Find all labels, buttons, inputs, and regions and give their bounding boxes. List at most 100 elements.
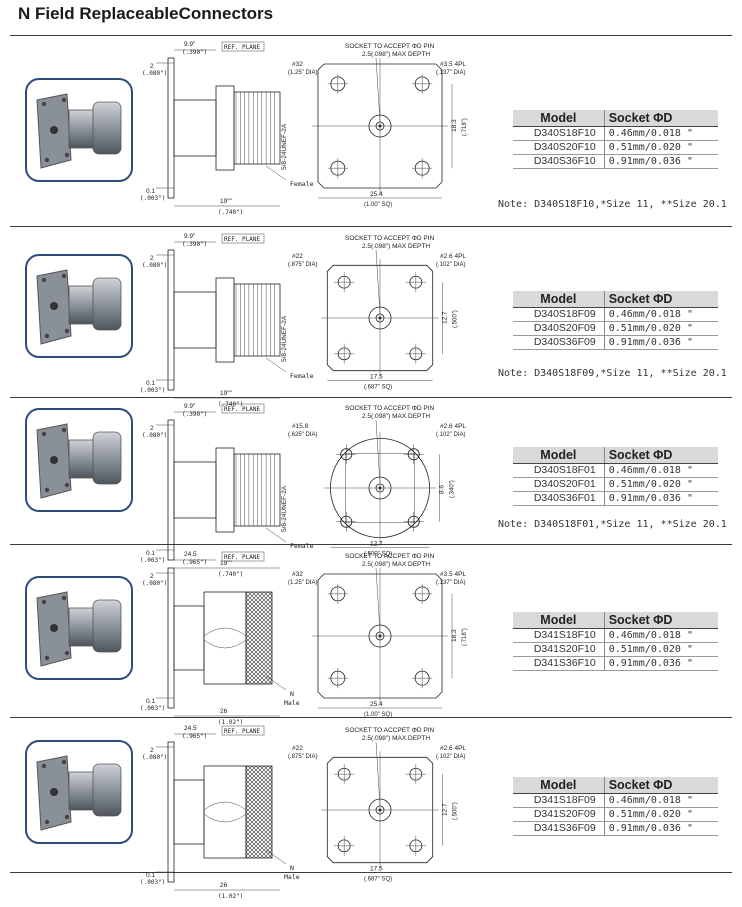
screw-hole-spec: #2.6 4PL — [440, 253, 466, 260]
front-view — [321, 751, 439, 869]
dim-gap-label: 0.1 — [146, 550, 155, 557]
connector-photo — [25, 408, 133, 512]
base-dimension: 12.7 — [370, 541, 383, 548]
hole-diameter-inch: (1.25" DIA) — [288, 70, 317, 76]
dim-length-label: 26 — [220, 708, 228, 715]
size-note: Note: D340S18F09,*Size 11, **Size 20.1 — [498, 368, 727, 379]
socket-cell: 0.51mm/0.020 " — [604, 807, 718, 822]
socket-cell: 0.46mm/0.018 " — [604, 793, 718, 808]
front-view — [312, 568, 448, 704]
column-header-socket: Socket ΦD — [604, 447, 718, 464]
connector-photo — [25, 78, 133, 182]
socket-cell: 0.46mm/0.018 " — [604, 307, 718, 322]
gender-label: Female — [290, 180, 314, 188]
dim-flange-label: 2 — [150, 255, 154, 262]
connector-photo — [25, 254, 133, 358]
section-divider — [10, 35, 732, 36]
socket-cell: 0.91mm/0.036 " — [604, 335, 718, 350]
section-divider — [10, 544, 732, 545]
dim-gap-inch: (.003") — [140, 195, 165, 202]
dim-gap-inch: (.003") — [140, 879, 165, 886]
thread-spec: 5/8-24UNEF-2A — [281, 485, 288, 532]
thread-spec: 5/8-24UNEF-2A — [281, 123, 288, 170]
dim-length-inch: (1.02") — [218, 893, 243, 900]
model-cell: D341S36F10 — [513, 656, 605, 671]
hole-diameter-inch: (1.25" DIA) — [288, 580, 317, 586]
dim-top-label: 9.9" — [184, 233, 196, 240]
dim-gap-inch: (.003") — [140, 705, 165, 712]
dim-top-inch: (.390") — [182, 241, 207, 248]
screw-hole-inch: (.102" DIA) — [436, 754, 465, 760]
model-cell: D341S18F09 — [513, 793, 605, 808]
base-dimension: 25.4 — [370, 191, 383, 198]
dim-top-label: 9.9" — [184, 41, 196, 48]
dim-flange-inch: (.080") — [142, 432, 167, 439]
size-note: Note: D340S18F01,*Size 11, **Size 20.1 — [498, 519, 727, 530]
dim-length-label: 19"" — [220, 560, 233, 567]
dim-flange-label: 2 — [150, 573, 154, 580]
dim-gap-inch: (.003") — [140, 557, 165, 564]
connector-image — [36, 423, 122, 499]
ref-plane-label: REF. PLANE — [224, 44, 261, 51]
socket-depth-note: 2.5(.098") MAX DEPTH — [362, 413, 430, 420]
gender-label: Female — [290, 542, 314, 550]
model-cell: D341S20F09 — [513, 807, 605, 822]
dim-length-label: 19"" — [220, 390, 233, 397]
side-dimension-inch: (.340") — [450, 480, 456, 498]
side-dimension: 12.7 — [442, 311, 449, 324]
side-dimension-inch: (.500") — [453, 802, 459, 820]
socket-depth-note: 2.5(.098") MAX DEPTH — [362, 51, 430, 58]
socket-cell: 0.51mm/0.020 " — [604, 140, 718, 155]
model-cell: D341S36F09 — [513, 821, 605, 836]
hole-diameter: #22 — [292, 745, 303, 752]
hole-diameter: #22 — [292, 253, 303, 260]
base-dimension-inch: (.687" SQ) — [364, 877, 392, 883]
gender-label: Female — [290, 372, 314, 380]
dim-flange-label: 2 — [150, 425, 154, 432]
base-dimension: 17.5 — [370, 866, 383, 873]
model-cell: D340S18F10 — [513, 126, 605, 141]
ref-plane-label: REF. PLANE — [224, 236, 261, 243]
screw-hole-spec: #3.5 4PL — [440, 61, 466, 68]
base-dimension: 25.4 — [370, 701, 383, 708]
model-cell: D340S20F10 — [513, 140, 605, 155]
base-dimension-inch: (1.00" SQ) — [364, 202, 392, 208]
base-dimension-inch: (.687" SQ) — [364, 385, 392, 391]
dim-gap-label: 0.1 — [146, 380, 155, 387]
socket-note: SOCKET TO ACCPET ΦD PIN — [345, 727, 435, 734]
socket-cell: 0.91mm/0.036 " — [604, 656, 718, 671]
dim-top-inch: (.965") — [182, 733, 207, 740]
model-cell: D340S36F09 — [513, 335, 605, 350]
model-cell: D341S18F10 — [513, 628, 605, 643]
side-dimension: 18.3 — [451, 119, 458, 132]
socket-cell: 0.46mm/0.018 " — [604, 628, 718, 643]
hole-diameter: #15.8 — [292, 423, 309, 430]
dim-length-label: 26 — [220, 882, 228, 889]
section-divider — [10, 717, 732, 718]
screw-hole-spec: #3.5 4PL — [440, 571, 466, 578]
dim-flange-label: 2 — [150, 63, 154, 70]
ref-plane-label: REF. PLANE — [224, 728, 261, 735]
section-divider — [10, 226, 732, 227]
connector-photo — [25, 740, 133, 844]
base-dimension-inch: (1.00" SQ) — [364, 712, 392, 718]
dim-flange-label: 2 — [150, 747, 154, 754]
column-header-socket: Socket ΦD — [604, 777, 718, 794]
ref-plane-label: REF. PLANE — [224, 554, 261, 561]
model-cell: D340S20F01 — [513, 477, 605, 492]
model-cell: D340S36F01 — [513, 491, 605, 506]
